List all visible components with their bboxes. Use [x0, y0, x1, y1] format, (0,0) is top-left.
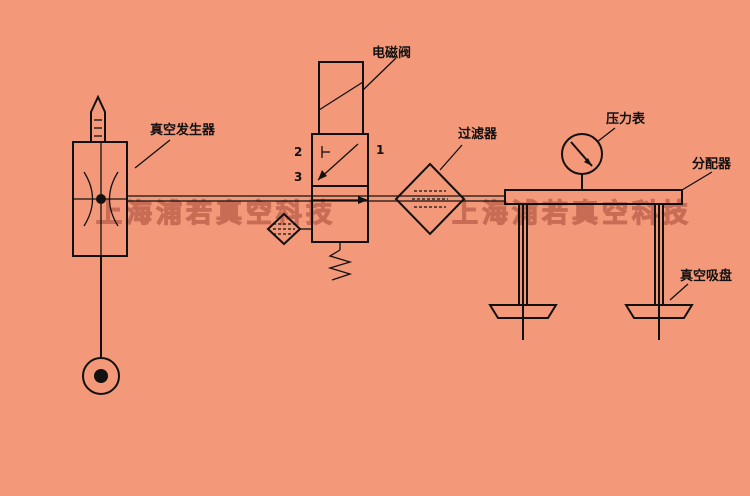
solenoid-coil	[318, 61, 364, 135]
spring-icon	[327, 249, 353, 281]
label-filter: 过滤器	[458, 126, 498, 142]
distributor-manifold	[504, 189, 683, 205]
label-distributor: 分配器	[692, 156, 732, 172]
coil-diagonal	[318, 81, 364, 111]
suction-cup-left	[488, 304, 558, 319]
pressure-gauge: 压力表	[561, 111, 646, 190]
vacuum-generator: 真空发生器	[72, 94, 216, 395]
distributor: 分配器	[504, 156, 732, 205]
watermark-left: 上海浦若真空科技	[96, 198, 336, 229]
filter-body	[394, 162, 466, 236]
label-solenoid-valve: 电磁阀	[372, 45, 411, 61]
flow-arrow-icon	[318, 170, 327, 180]
solenoid-valve: 电磁阀 2 3 1	[266, 45, 411, 281]
port-2: 2	[294, 145, 302, 159]
watermark-right: 上海浦若真空科技	[452, 198, 692, 229]
filter: 过滤器	[394, 126, 498, 236]
air-source-icon	[82, 357, 120, 395]
suction-cup-right	[624, 304, 694, 319]
port-3: 3	[294, 170, 302, 184]
ejector-nozzle-icon	[83, 171, 94, 227]
silencer-icon	[90, 94, 106, 142]
label-suction-cup: 真空吸盘	[680, 268, 732, 284]
label-vacuum-generator: 真空发生器	[150, 122, 216, 138]
label-pressure-gauge: 压力表	[606, 111, 646, 127]
suction-cups: 真空吸盘	[488, 204, 732, 340]
port-1: 1	[376, 143, 384, 157]
